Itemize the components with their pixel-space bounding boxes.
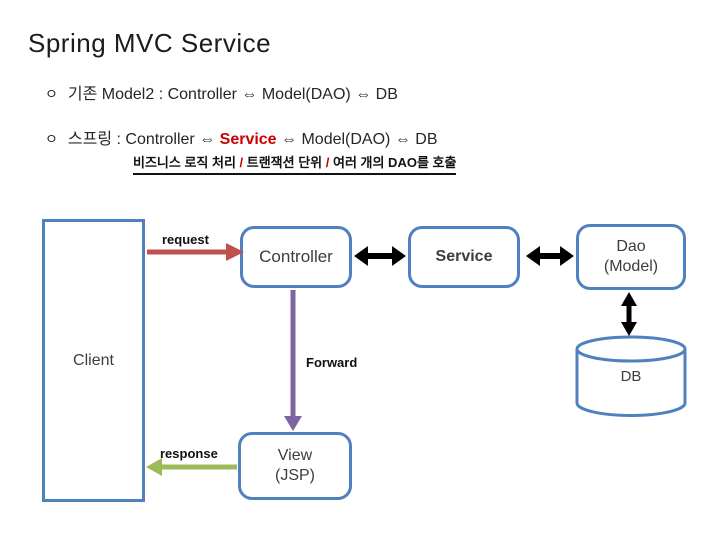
slide-title: Spring MVC Service <box>28 28 272 58</box>
service-box: Service <box>408 226 520 288</box>
service-label: Service <box>435 248 493 265</box>
note-part1: 비즈니스 로직 처리 <box>133 155 240 170</box>
dao-label-line2: (Model) <box>603 258 659 275</box>
forward-label: Forward <box>306 355 358 370</box>
forward-arrow <box>284 290 302 431</box>
db-label: DB <box>620 368 642 385</box>
note-slash2: / <box>325 155 330 170</box>
dao-label: Dao (Model) <box>604 237 658 277</box>
controller-label: Controller <box>259 247 333 266</box>
dao-box: Dao (Model) <box>576 224 686 290</box>
service-dao-arrow <box>526 246 574 266</box>
bullet-model2: ㅇ 기존 Model2 : Controller ⇔ Model(DAO) ⇔ D… <box>45 80 398 104</box>
view-label: View (JSP) <box>275 446 315 486</box>
controller-service-arrow <box>354 246 406 266</box>
bullet-spring-post: ⇔ Model(DAO) ⇔ DB <box>276 131 438 148</box>
view-label-line1: View <box>277 447 313 464</box>
service-note: 비즈니스 로직 처리 / 트랜잭션 단위 / 여러 개의 DAO를 호출 <box>133 152 457 175</box>
db-cylinder-shape <box>575 335 687 417</box>
note-slash1: / <box>239 155 244 170</box>
bullet-spring: ㅇ 스프링 : Controller ⇔ Service ⇔ Model(DAO)… <box>45 125 438 149</box>
view-label-line2: (JSP) <box>275 467 315 484</box>
bullet-spring-service-highlight: Service <box>219 131 277 148</box>
note-part3: 여러 개의 DAO를 호출 <box>329 155 457 170</box>
controller-box: Controller <box>240 226 352 288</box>
dao-db-arrow <box>621 292 637 336</box>
client-label: Client <box>73 351 114 369</box>
response-label: response <box>160 446 218 461</box>
dao-label-line1: Dao <box>616 238 646 255</box>
note-part2: 트랜잭션 단위 <box>243 155 326 170</box>
bullet-spring-pre: 스프링 : Controller ⇔ <box>67 131 220 148</box>
view-box: View (JSP) <box>238 432 352 500</box>
bullet-model2-text: 기존 Model2 : Controller ⇔ Model(DAO) ⇔ DB <box>67 86 398 103</box>
request-label: request <box>162 232 209 247</box>
client-box: Client <box>42 219 145 502</box>
db-cylinder: DB <box>574 334 688 418</box>
bullet-marker: ㅇ <box>45 86 58 102</box>
bullet-marker: ㅇ <box>45 131 58 147</box>
